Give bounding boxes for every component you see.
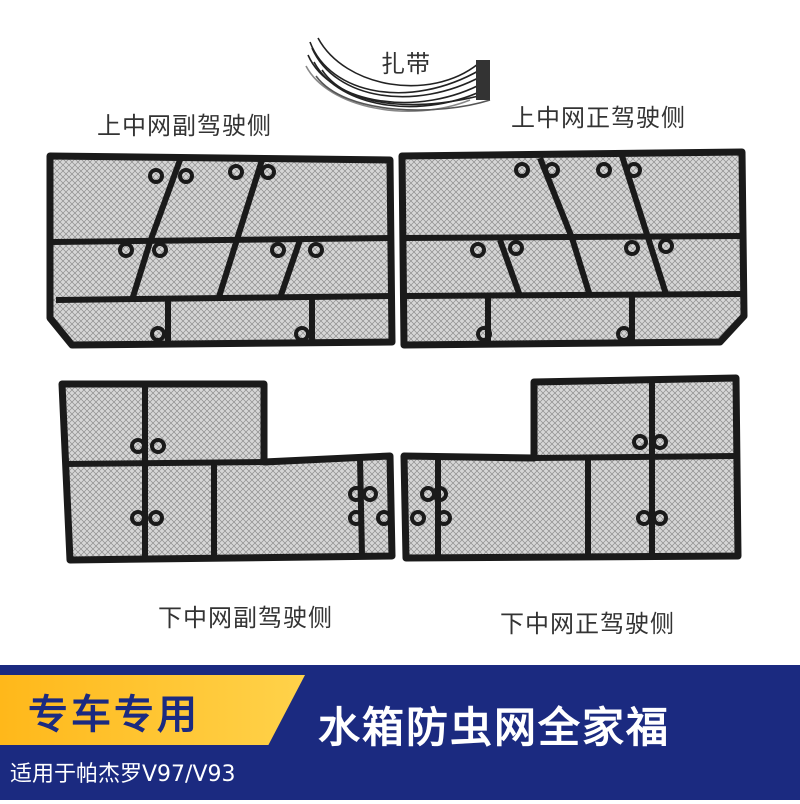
lower-passenger-label: 下中网副驾驶侧 [158, 604, 333, 632]
upper-passenger-label: 上中网副驾驶侧 [97, 112, 272, 140]
zip-tie-bundle-icon [305, 37, 491, 112]
mount-clip-icon [130, 438, 392, 526]
zip-ties-label: 扎带 [381, 50, 431, 78]
lower-driver-label: 下中网正驾驶侧 [500, 610, 675, 638]
mount-clip-icon [470, 162, 674, 342]
upper-driver-label: 上中网正驾驶侧 [511, 104, 686, 132]
fitment-text: 适用于帕杰罗V97/V93 [10, 762, 236, 787]
mesh-panel-lower-passenger [58, 380, 396, 564]
badge-background [0, 675, 305, 745]
exclusive-fit-badge: 专车专用 [28, 692, 200, 738]
mesh-panel-upper-driver [398, 148, 748, 349]
product-title: 水箱防虫网全家福 [318, 703, 671, 752]
mount-clip-icon [410, 434, 668, 526]
mesh-panel-upper-passenger [46, 152, 396, 349]
mount-clip-icon [118, 164, 324, 342]
mesh-panel-lower-driver [400, 374, 742, 562]
